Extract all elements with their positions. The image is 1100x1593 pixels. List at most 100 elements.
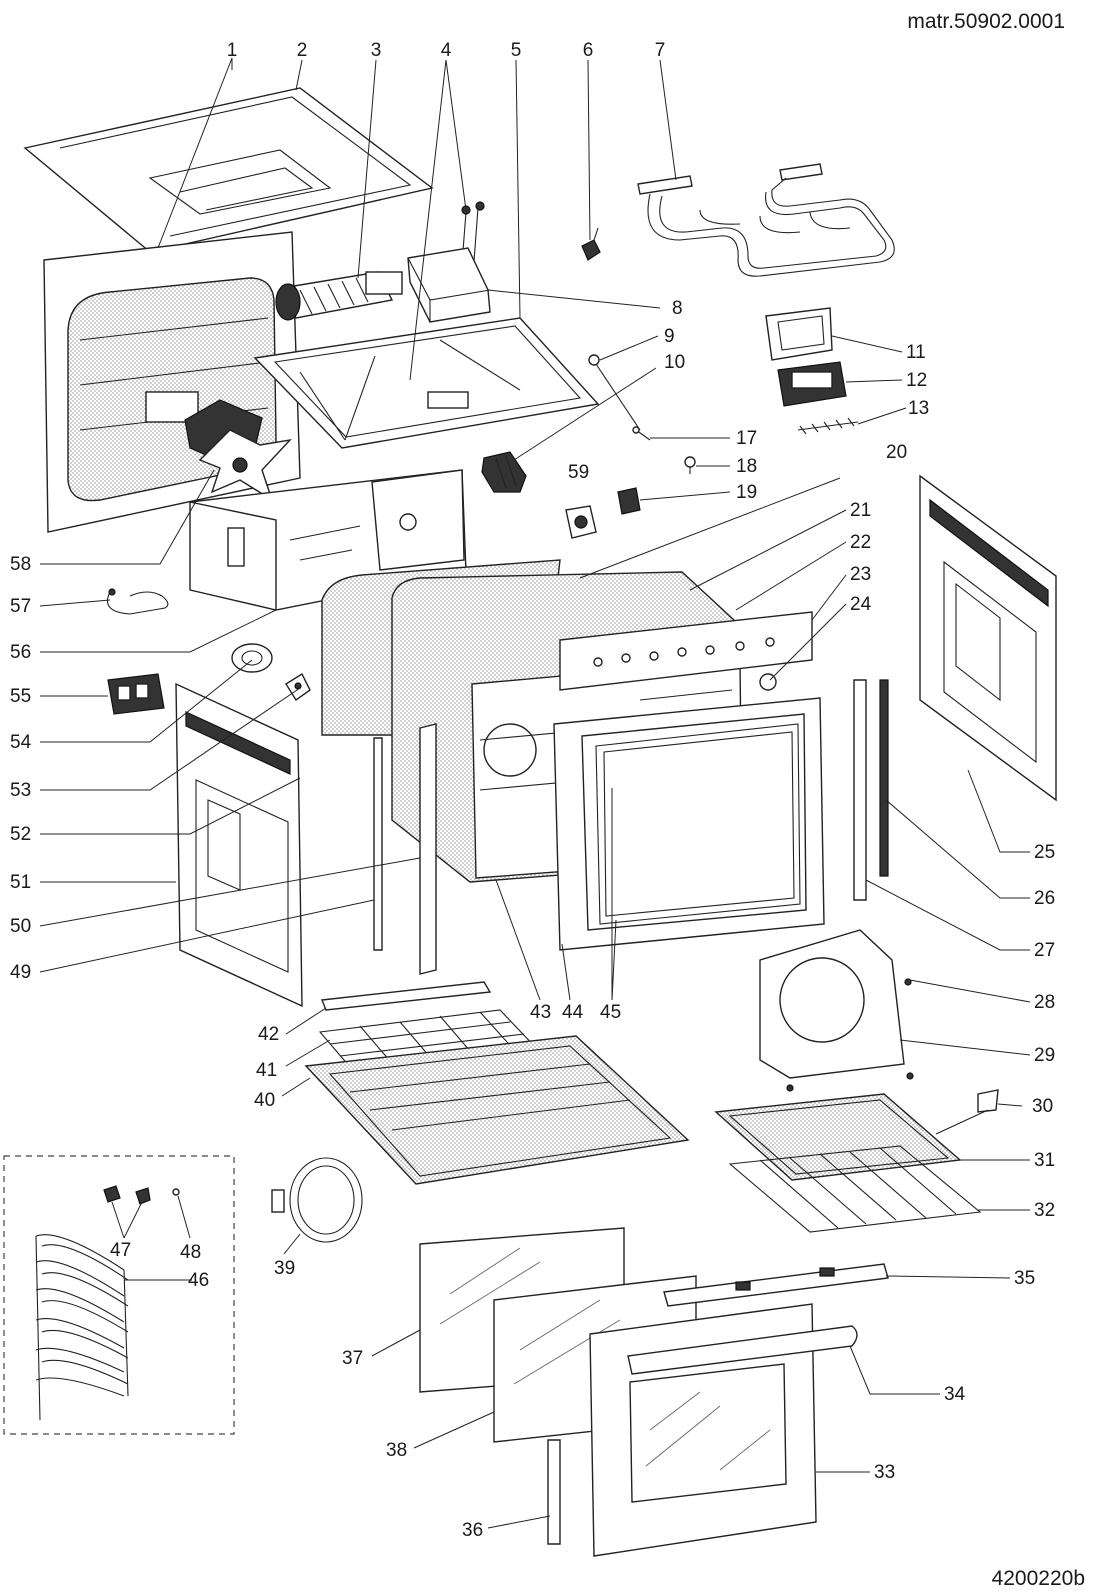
callout-label: 59 <box>568 462 589 483</box>
callout-label: 26 <box>1034 888 1055 909</box>
callout-label: 47 <box>110 1240 131 1261</box>
callout-label: 2 <box>297 40 308 61</box>
part-control-panel <box>559 611 813 691</box>
callout-label: 46 <box>188 1270 209 1291</box>
callout-label: 11 <box>906 342 926 363</box>
part-timer <box>777 361 847 407</box>
part-rail-50 <box>419 723 437 975</box>
part-top-deflector <box>253 317 600 449</box>
part-bracket-30 <box>935 1089 999 1135</box>
callout-label: 53 <box>10 780 31 801</box>
callout-label: 32 <box>1034 1200 1055 1221</box>
callout-label: 18 <box>736 456 757 477</box>
callout-label: 28 <box>1034 992 1055 1013</box>
callout-label: 36 <box>462 1520 483 1541</box>
material-code: matr.50902.0001 <box>907 10 1065 33</box>
part-front-frame <box>553 697 825 951</box>
part-tangential-fan <box>275 271 403 321</box>
callout-label: 5 <box>511 40 522 61</box>
callout-label: 8 <box>672 298 683 319</box>
part-circular-element <box>271 1157 363 1243</box>
callout-label: 49 <box>10 962 31 983</box>
callout-label: 34 <box>944 1384 966 1405</box>
part-sensor-9 <box>588 354 641 431</box>
callout-label: 19 <box>736 482 757 503</box>
part-lamp-holder-10 <box>481 451 527 493</box>
callout-label: 12 <box>906 370 927 391</box>
callout-label: 44 <box>562 1002 584 1023</box>
callout-label: 24 <box>850 594 872 615</box>
callout-label: 6 <box>583 40 594 61</box>
part-switch-19 <box>617 487 641 515</box>
callout-label: 37 <box>342 1348 363 1369</box>
callout-label: 39 <box>274 1258 295 1279</box>
callout-label: 20 <box>886 442 907 463</box>
part-right-side-panel <box>919 474 1057 802</box>
part-drip-tray-31 <box>714 1093 962 1181</box>
callout-label: 41 <box>256 1060 277 1081</box>
callout-label: 31 <box>1034 1150 1055 1171</box>
callout-label: 52 <box>10 824 31 845</box>
callout-label: 48 <box>180 1242 201 1263</box>
part-door-top-bar <box>663 1263 889 1307</box>
part-side-trim <box>879 679 889 877</box>
part-door-hinge <box>547 1439 561 1545</box>
callout-label: 17 <box>736 428 757 449</box>
callout-label: 7 <box>655 40 666 61</box>
part-power-cable <box>106 588 169 615</box>
callout-label: 35 <box>1014 1268 1035 1289</box>
part-fan-cover <box>759 929 914 1092</box>
callout-labels: 1 2 3 4 5 6 7 8 9 10 11 12 13 17 18 19 2… <box>10 40 1055 1541</box>
part-contact-springs <box>797 417 859 435</box>
callout-label: 30 <box>1032 1096 1053 1117</box>
callout-label: 33 <box>874 1462 895 1483</box>
callout-label: 27 <box>1034 940 1055 961</box>
part-grill-element <box>637 163 895 277</box>
callout-label: 9 <box>664 326 675 347</box>
part-door-gasket <box>595 723 801 925</box>
part-door-handle <box>627 1325 858 1375</box>
part-bulb-18 <box>684 456 696 474</box>
callout-label: 55 <box>10 686 31 707</box>
part-shelf-bar-42 <box>321 981 492 1011</box>
callout-label: 57 <box>10 596 31 617</box>
part-baking-tray-40 <box>304 1035 690 1185</box>
drawing-code: 4200220b <box>992 1567 1085 1590</box>
part-lamp-53 <box>285 672 311 702</box>
callout-label: 1 <box>227 40 238 61</box>
callout-label: 10 <box>664 352 685 373</box>
part-top-cover <box>23 87 434 253</box>
callout-label: 4 <box>441 40 452 61</box>
callout-label: 3 <box>371 40 382 61</box>
part-terminal-block-55 <box>107 673 165 715</box>
part-pin-17 <box>632 426 651 441</box>
part-timer-frame <box>765 307 833 361</box>
callout-label: 22 <box>850 532 871 553</box>
callout-label: 40 <box>254 1090 275 1111</box>
callout-label: 56 <box>10 642 31 663</box>
callout-label: 45 <box>600 1002 621 1023</box>
callout-label: 21 <box>850 500 871 521</box>
callout-label: 50 <box>10 916 31 937</box>
part-fan-motor <box>184 399 292 502</box>
callout-label: 43 <box>530 1002 551 1023</box>
part-accessory-box <box>3 1155 235 1435</box>
callout-label: 25 <box>1034 842 1055 863</box>
part-left-side-panel <box>175 682 303 1008</box>
callout-label: 58 <box>10 554 31 575</box>
part-knob-59 <box>565 505 597 539</box>
callout-label: 13 <box>908 398 929 419</box>
part-rail-49 <box>373 737 383 951</box>
callout-label: 23 <box>850 564 871 585</box>
leader-lines <box>39 57 1031 1529</box>
part-control-box <box>407 247 491 323</box>
callout-label: 38 <box>386 1440 407 1461</box>
part-lamp-cover-54 <box>231 643 273 673</box>
callout-label: 29 <box>1034 1045 1055 1066</box>
part-shelf-supports-46 <box>35 1234 129 1421</box>
part-thermal-fuse <box>581 227 601 261</box>
callout-label: 54 <box>10 732 32 753</box>
callout-label: 51 <box>10 872 31 893</box>
part-side-bracket-27 <box>853 679 867 901</box>
